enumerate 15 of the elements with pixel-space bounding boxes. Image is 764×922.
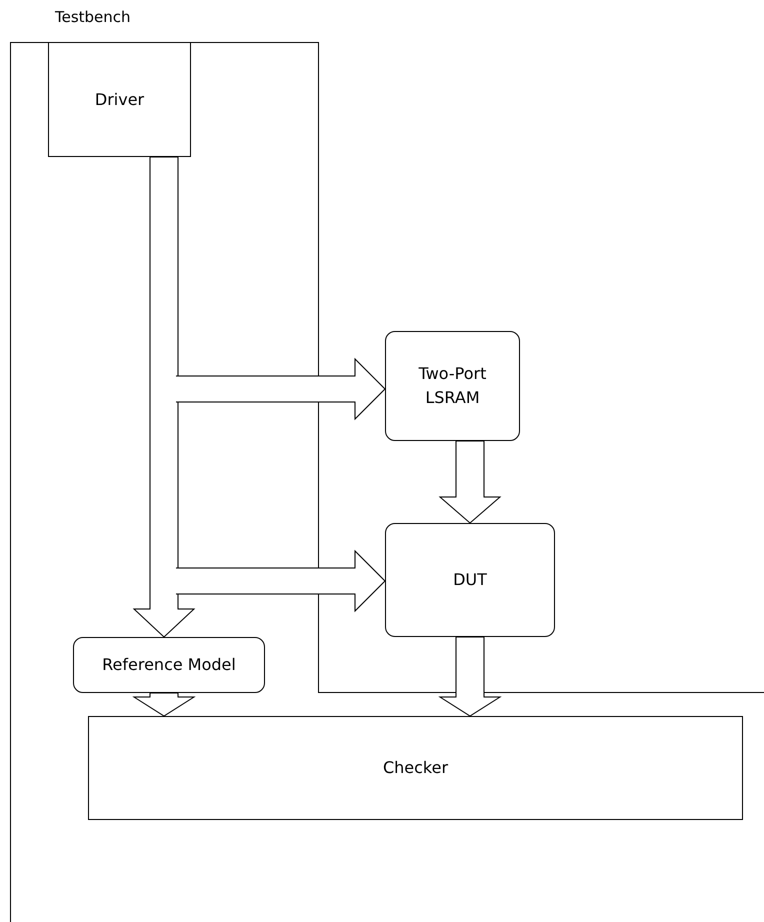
box-label: Two-Port LSRAM xyxy=(418,363,488,409)
box-label: Driver xyxy=(94,88,144,110)
block-arrow xyxy=(176,550,386,612)
process-box xyxy=(88,716,743,820)
block-arrow xyxy=(438,636,502,717)
block-arrow xyxy=(176,358,386,420)
box-label: Checker xyxy=(382,757,448,779)
region-label: Testbench xyxy=(55,8,131,26)
block-arrow xyxy=(438,440,502,524)
box-label: Reference Model xyxy=(102,654,236,676)
rounded-box xyxy=(73,637,265,693)
block-arrow xyxy=(132,156,196,638)
block-arrow xyxy=(132,692,196,717)
process-box xyxy=(48,42,191,157)
box-label: DUT xyxy=(453,569,487,591)
